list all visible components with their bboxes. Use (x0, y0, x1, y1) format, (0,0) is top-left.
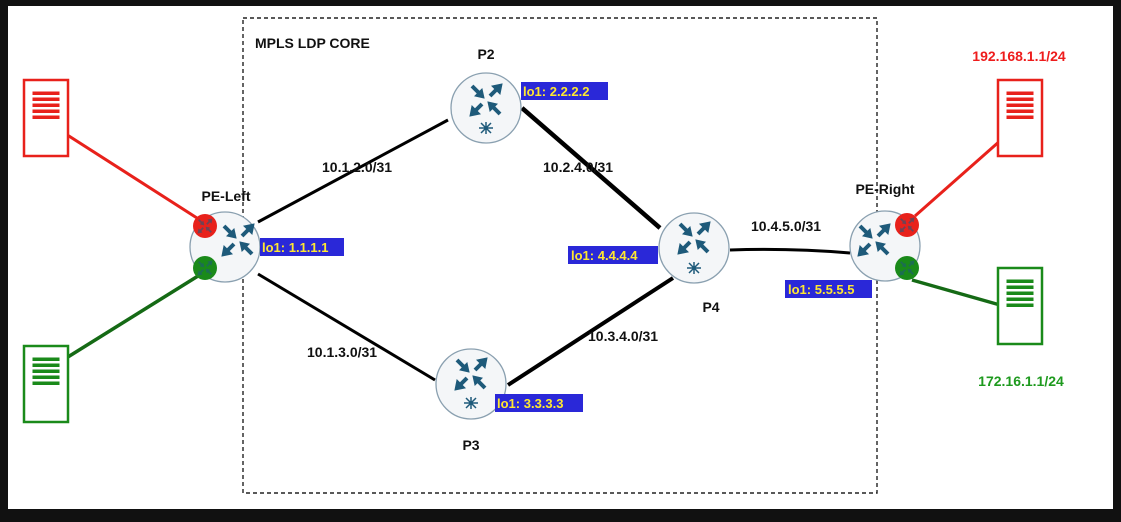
server-icon (22, 78, 70, 158)
router-p2[interactable] (450, 72, 522, 144)
loopback-badge-p4 (568, 246, 658, 264)
links (46, 106, 1002, 387)
link-green-customer-left (46, 274, 199, 372)
loopback-pe-left: lo1: 1.1.1.1 (262, 240, 328, 255)
starburst-icon (478, 121, 494, 135)
starburst-icon (686, 261, 702, 275)
loopback-p3: lo1: 3.3.3.3 (497, 396, 563, 411)
loopback-badge-pe-right (785, 280, 872, 298)
subnet-label-p2-p4: 10.2.4.0/31 (543, 159, 613, 175)
subnet-label-p3-p4: 10.3.4.0/31 (588, 328, 658, 344)
vrf-dot-icon (193, 214, 217, 238)
canvas (8, 6, 1113, 509)
link-red-customer-right (914, 138, 1002, 218)
router-p3[interactable] (435, 348, 507, 420)
subnet-label-p4-pe-right: 10.4.5.0/31 (751, 218, 821, 234)
server-icon (996, 78, 1044, 158)
link-pe-left-p3 (257, 272, 436, 382)
server-icon (22, 344, 70, 424)
loopback-badge-pe-left (260, 238, 344, 256)
router-name-p4: P4 (702, 299, 719, 315)
link-pe-left-p2 (257, 118, 449, 224)
server-icon (996, 266, 1044, 346)
loopback-badge-p3 (495, 394, 583, 412)
starburst-icon (463, 396, 479, 410)
router-icon (450, 72, 522, 144)
router-name-pe-left: PE-Left (202, 188, 251, 204)
link-p4-pe-right (729, 247, 851, 255)
vrf-dot-icon (895, 213, 919, 237)
vrf-dot-icon (895, 256, 919, 280)
router-name-p3: P3 (462, 437, 479, 453)
loopback-pe-right: lo1: 5.5.5.5 (788, 282, 854, 297)
loopback-p2: lo1: 2.2.2.2 (523, 84, 589, 99)
green-subnet-label: 172.16.1.1/24 (978, 373, 1064, 389)
subnet-label-pe-left-p2: 10.1.2.0/31 (322, 159, 392, 175)
router-pe-left[interactable] (189, 211, 261, 283)
link-red-customer-left (46, 120, 198, 220)
vrf-dot-icon (193, 256, 217, 280)
loopback-badge-p2 (521, 82, 608, 100)
router-name-pe-right: PE-Right (855, 181, 914, 197)
core-label: MPLS LDP CORE (255, 35, 370, 51)
link-p3-p4 (506, 276, 675, 387)
loopback-p4: lo1: 4.4.4.4 (571, 248, 638, 263)
router-p4[interactable] (658, 212, 730, 284)
router-icon (435, 348, 507, 420)
router-name-p2: P2 (477, 46, 494, 62)
red-subnet-label: 192.168.1.1/24 (972, 48, 1066, 64)
link-p2-p4 (520, 106, 662, 230)
link-green-customer-right (911, 278, 1001, 307)
router-icon (658, 212, 730, 284)
subnet-label-pe-left-p3: 10.1.3.0/31 (307, 344, 377, 360)
router-pe-right[interactable] (849, 210, 921, 282)
